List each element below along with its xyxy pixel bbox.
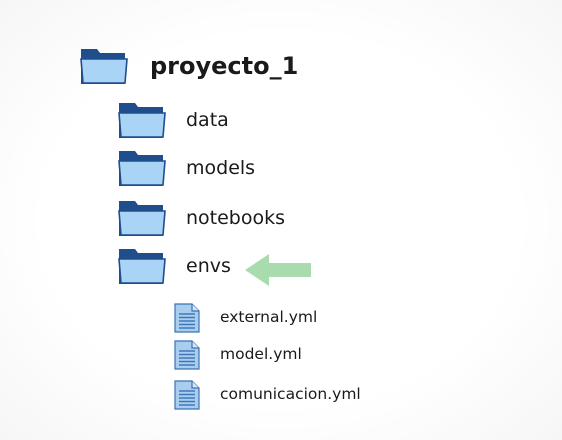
file-label: model.yml [220,345,302,364]
file-comunicacion: comunicacion.yml [174,380,361,410]
document-icon [174,340,200,370]
document-icon [174,303,200,333]
folder-label: envs [186,254,231,277]
folder-icon [118,103,166,138]
file-label: external.yml [220,308,318,327]
left-arrow-icon [245,254,311,286]
root-folder-label: proyecto_1 [150,52,299,80]
folder-notebooks: notebooks [118,198,285,238]
folder-icon [118,201,166,236]
file-label: comunicacion.yml [220,385,361,404]
folder-envs: envs [118,246,231,286]
file-external: external.yml [174,303,317,333]
folder-label: notebooks [186,206,286,229]
folder-label: data [186,108,229,131]
folder-data: data [118,100,229,140]
folder-icon [118,249,166,284]
file-model: model.yml [174,340,302,370]
folder-icon [118,151,166,186]
root-folder: proyecto_1 [80,46,298,86]
document-icon [174,380,200,410]
folder-label: models [186,156,256,179]
folder-models: models [118,148,255,188]
folder-icon [80,49,128,84]
